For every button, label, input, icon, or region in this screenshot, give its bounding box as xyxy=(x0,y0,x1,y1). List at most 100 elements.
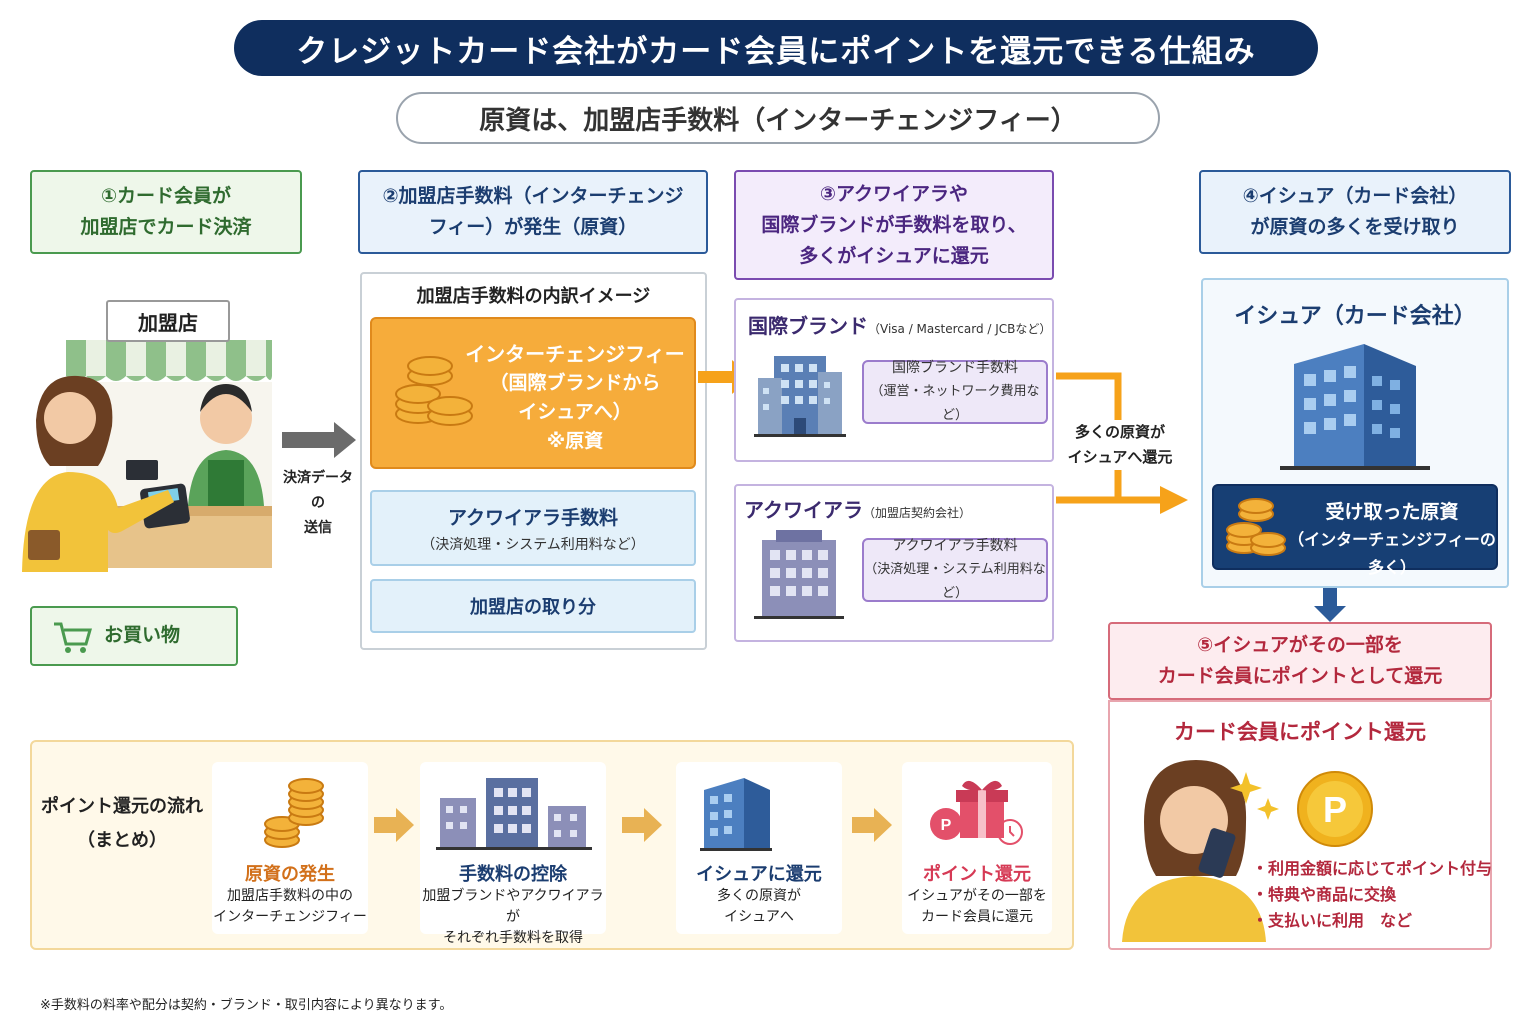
interchange-line3: イシュアへ） xyxy=(518,401,632,423)
point-usage-list: ・利用金額に応じてポイント付与 ・特典や商品に交換 ・支払いに利用 など xyxy=(1252,856,1492,934)
received-line2: （インターチェンジフィーの多く） xyxy=(1288,530,1496,577)
acquirer-chip-label: アクワイアラ手数料 xyxy=(892,538,1018,554)
acquirer-title-text: アクワイアラ xyxy=(744,498,863,522)
summary-coin-icon xyxy=(264,778,324,848)
phone-icon xyxy=(1198,828,1236,878)
step-1-line1: ①カード会員が xyxy=(100,185,232,207)
page-subtitle: 原資は、加盟店手数料（インターチェンジフィー） xyxy=(396,92,1160,144)
summary-point-letter: P xyxy=(941,817,952,834)
step-3-line1: ③アクワイアラや xyxy=(819,182,969,205)
merchant-share-box: 加盟店の取り分 xyxy=(370,579,696,633)
summary-issuer-icon xyxy=(700,778,772,851)
send-label-line1: 決済データの xyxy=(283,470,353,511)
interchange-line2: （国際ブランドから xyxy=(489,372,661,394)
point-coin-letter: P xyxy=(1323,789,1347,830)
acquirer-note: （加盟店契約会社） xyxy=(863,506,972,520)
summary-desc-2-line2: それぞれ手数料を取得 xyxy=(443,930,583,946)
summary-title-line2: （まとめ） xyxy=(77,830,167,851)
point-usage-item-1: ・利用金額に応じてポイント付与 xyxy=(1252,859,1493,878)
send-label-line2: 送信 xyxy=(304,520,332,536)
summary-desc-1-line1: 加盟店手数料の中の xyxy=(227,888,353,904)
flow-label-line2: イシュアへ還元 xyxy=(1067,448,1173,466)
cart-icon xyxy=(54,622,92,653)
step-4-line1: ④イシュア（カード会社） xyxy=(1242,185,1468,207)
flow-label-line1: 多くの原資が xyxy=(1074,423,1165,441)
point-coin-icon: P xyxy=(1297,771,1373,847)
summary-arrow-3 xyxy=(852,808,892,842)
brand-title: 国際ブランド（Visa / Mastercard / JCBなど） xyxy=(748,310,1051,339)
store-sign: 加盟店 xyxy=(106,300,230,342)
interchange-line1: インターチェンジフィー xyxy=(465,342,685,366)
summary-desc-1: 加盟店手数料の中の インターチェンジフィー xyxy=(212,886,368,928)
received-line1: 受け取った原資 xyxy=(1325,501,1459,523)
summary-desc-2: 加盟ブランドやアクワイアラが それぞれ手数料を取得 xyxy=(420,886,606,949)
summary-desc-4-line2: カード会員に還元 xyxy=(921,909,1033,925)
step-2-line1: ②加盟店手数料（インターチェンジ xyxy=(382,185,684,207)
received-funds-text: 受け取った原資 （インターチェンジフィーの多く） xyxy=(1288,498,1496,582)
footnote: ※手数料の料率や配分は契約・ブランド・取引内容により異なります。 xyxy=(40,998,453,1013)
issuer-title: イシュア（カード会社） xyxy=(1234,304,1476,329)
step-3-line2: 国際ブランドが手数料を取り、 xyxy=(761,213,1027,236)
point-usage-item-2: ・特典や商品に交換 xyxy=(1252,885,1397,904)
brand-fee-label: 国際ブランド手数料 xyxy=(892,360,1018,376)
step-3-header: ③アクワイアラや 国際ブランドが手数料を取り、 多くがイシュアに還元 xyxy=(734,170,1054,280)
send-data-label: 決済データの 送信 xyxy=(278,466,358,541)
store-awning xyxy=(66,340,272,381)
acquirer-title: アクワイアラ（加盟店契約会社） xyxy=(744,494,971,523)
step-5-line2: カード会員にポイントとして還元 xyxy=(1157,665,1443,687)
member-with-phone-figure xyxy=(1122,760,1266,942)
brand-fee-chip: 国際ブランド手数料 （運営・ネットワーク費用など） xyxy=(862,360,1048,424)
summary-title: ポイント還元の流れ （まとめ） xyxy=(36,790,208,858)
send-arrow xyxy=(282,422,356,458)
step-4-header: ④イシュア（カード会社） が原資の多くを受け取り xyxy=(1199,170,1511,254)
shopping-label: お買い物 xyxy=(104,624,181,646)
brand-note: （Visa / Mastercard / JCBなど） xyxy=(868,322,1052,336)
brand-title-text: 国際ブランド xyxy=(748,314,868,338)
step-2-line2: フィー）が発生（原資） xyxy=(428,216,638,238)
summary-heading-1: 原資の発生 xyxy=(245,864,335,885)
point-return-title: カード会員にポイント還元 xyxy=(1174,720,1426,744)
summary-desc-3-line1: 多くの原資が xyxy=(717,888,801,904)
step-5-header: ⑤イシュアがその一部を カード会員にポイントとして還元 xyxy=(1108,622,1492,700)
summary-arrow-2 xyxy=(622,808,662,842)
acquirer-building-icon xyxy=(754,530,844,619)
brand-building-icon xyxy=(754,356,846,437)
summary-gift-points-icon: P xyxy=(930,780,1023,845)
acquirer-fee-box: アクワイアラ手数料 （決済処理・システム利用料など） xyxy=(370,490,696,566)
summary-arrow-1 xyxy=(374,808,414,842)
acquirer-fee-note: （決済処理・システム利用料など） xyxy=(421,536,645,553)
acquirer-chip-note: （決済処理・システム利用料など） xyxy=(864,562,1046,601)
summary-heading-4: ポイント還元 xyxy=(923,864,1031,885)
step-5-line1: ⑤イシュアがその一部を xyxy=(1197,634,1403,656)
interchange-fee-text: インターチェンジフィー （国際ブランドから イシュアへ） ※原資 xyxy=(460,340,690,456)
step-1-header: ①カード会員が 加盟店でカード決済 xyxy=(30,170,302,254)
summary-heading-3: イシュアに還元 xyxy=(696,864,822,885)
acquirer-fee-chip: アクワイアラ手数料 （決済処理・システム利用料など） xyxy=(862,538,1048,602)
point-usage-item-3: ・支払いに利用 など xyxy=(1252,911,1413,930)
summary-buildings-icon xyxy=(436,778,592,850)
summary-desc-4: イシュアがその一部を カード会員に還元 xyxy=(902,886,1052,928)
issuer-down-arrow xyxy=(1314,588,1346,622)
interchange-line4: ※原資 xyxy=(546,430,604,452)
summary-desc-1-line2: インターチェンジフィー xyxy=(213,909,367,925)
brand-fee-note: （運営・ネットワーク費用など） xyxy=(870,384,1040,423)
summary-desc-3-line2: イシュアへ xyxy=(724,909,794,925)
issuer-coin-stack-icon xyxy=(1226,498,1286,556)
step-4-line2: が原資の多くを受け取り xyxy=(1250,216,1460,238)
fee-breakdown-title: 加盟店手数料の内訳イメージ xyxy=(416,286,651,307)
summary-desc-3: 多くの原資が イシュアへ xyxy=(676,886,842,928)
summary-title-line1: ポイント還元の流れ xyxy=(41,796,203,817)
acquirer-fee-label: アクワイアラ手数料 xyxy=(447,506,619,529)
credit-card-icon xyxy=(126,460,158,480)
coin-stack-icon xyxy=(395,356,473,426)
clerk-figure xyxy=(188,384,264,506)
summary-desc-2-line1: 加盟ブランドやアクワイアラが xyxy=(422,888,604,925)
issuer-building-icon xyxy=(1280,344,1430,470)
page-title: クレジットカード会社がカード会員にポイントを還元できる仕組み xyxy=(234,20,1318,76)
summary-heading-2: 手数料の控除 xyxy=(459,864,567,885)
flow-to-issuer-label: 多くの原資が イシュアへ還元 xyxy=(1060,420,1180,470)
customer-figure xyxy=(22,375,174,572)
store-illustration xyxy=(22,340,272,572)
step-2-header: ②加盟店手数料（インターチェンジ フィー）が発生（原資） xyxy=(358,170,708,254)
sparkle-icon xyxy=(1230,772,1279,820)
